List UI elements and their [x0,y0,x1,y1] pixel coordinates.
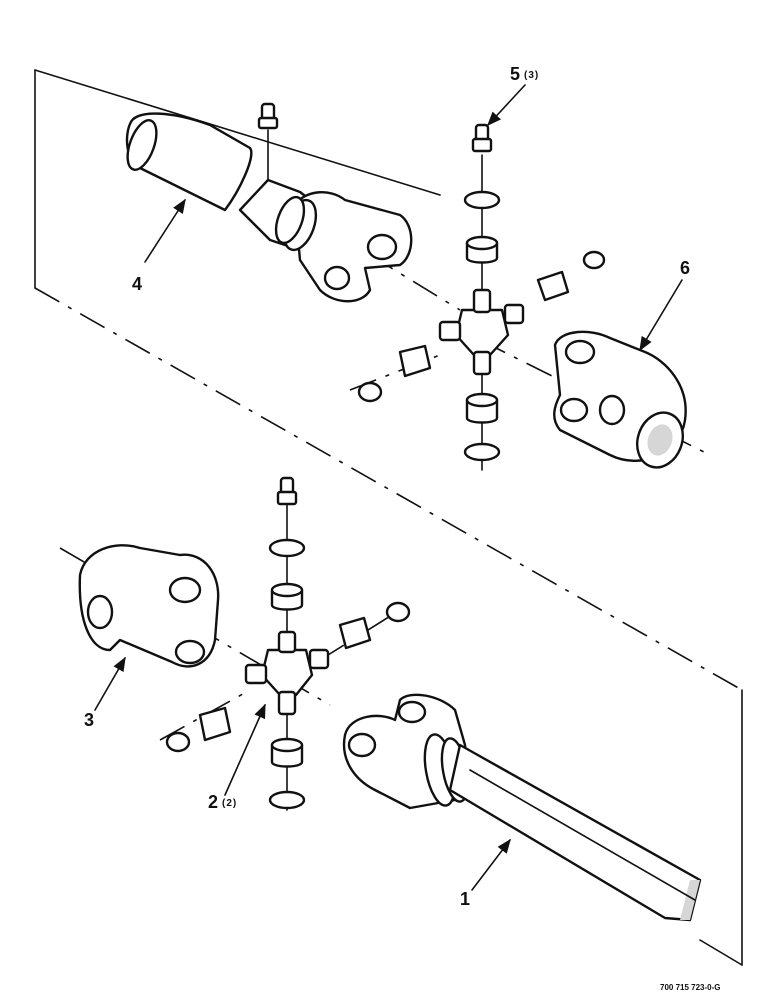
leader-lines [94,84,683,891]
svg-text:1: 1 [460,889,470,909]
upper-yoke [274,191,413,303]
callout-6: 6 [680,258,690,278]
svg-text:4: 4 [132,274,142,294]
svg-text:2: 2 [208,792,218,812]
svg-text:(3): (3) [524,70,539,81]
yoke-right [553,330,687,469]
grease-fitting-lower [276,476,298,506]
yoke-lower-left [78,544,220,668]
svg-text:3: 3 [84,710,94,730]
callout-1: 1 [460,889,470,909]
svg-text:5: 5 [510,64,520,84]
grease-fitting-upper [471,123,493,153]
grease-fitting-upper-left [257,102,279,130]
yoke-and-shaft [342,693,702,922]
svg-text:(2): (2) [222,798,237,809]
lower-cross-bearing-kit [165,538,411,810]
svg-text:6: 6 [680,258,690,278]
callout-2: 2 (2) [208,792,237,812]
callout-4: 4 [132,274,142,294]
callout-3: 3 [84,710,94,730]
callout-5: 5 (3) [510,64,539,84]
frame-outline [34,69,743,966]
upper-cross-bearing-kit [357,190,606,462]
figure-id: 700 715 723-0-G [660,983,721,992]
